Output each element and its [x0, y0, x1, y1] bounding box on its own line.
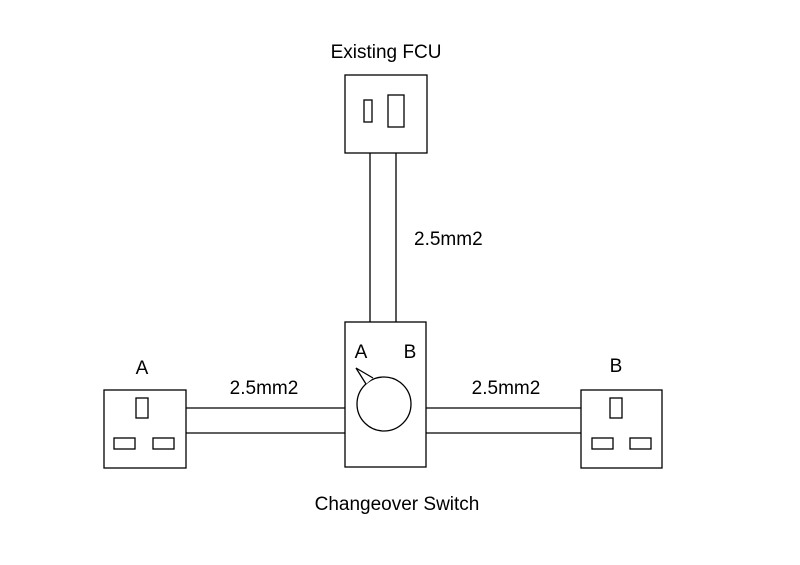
existing-fcu	[344, 74, 428, 154]
switch-knob	[356, 376, 412, 432]
switch-position-b: B	[404, 342, 417, 363]
cable-vertical-label: 2.5mm2	[414, 229, 483, 250]
socket-a-neutral-pin	[152, 437, 175, 450]
socket-b-label: B	[610, 356, 623, 377]
cable-left	[186, 407, 345, 434]
cable-right	[426, 407, 581, 434]
socket-b-live-pin	[591, 437, 614, 450]
socket-b-neutral-pin	[629, 437, 652, 450]
fcu-indicator	[363, 99, 373, 123]
fcu-label: Existing FCU	[331, 42, 442, 63]
fcu-fuse-holder	[387, 94, 405, 128]
switch-label: Changeover Switch	[315, 494, 480, 515]
socket-b-earth-pin	[609, 397, 623, 419]
switch-position-a: A	[355, 342, 368, 363]
socket-a-label: A	[136, 358, 149, 379]
cable-vertical	[369, 153, 397, 322]
switch-pointer	[355, 367, 374, 385]
changeover-switch	[344, 321, 427, 468]
socket-a	[103, 389, 187, 469]
cable-right-label: 2.5mm2	[472, 378, 541, 399]
cable-left-label: 2.5mm2	[230, 378, 299, 399]
socket-a-live-pin	[113, 437, 136, 450]
socket-a-earth-pin	[135, 397, 149, 419]
socket-b	[580, 389, 663, 469]
